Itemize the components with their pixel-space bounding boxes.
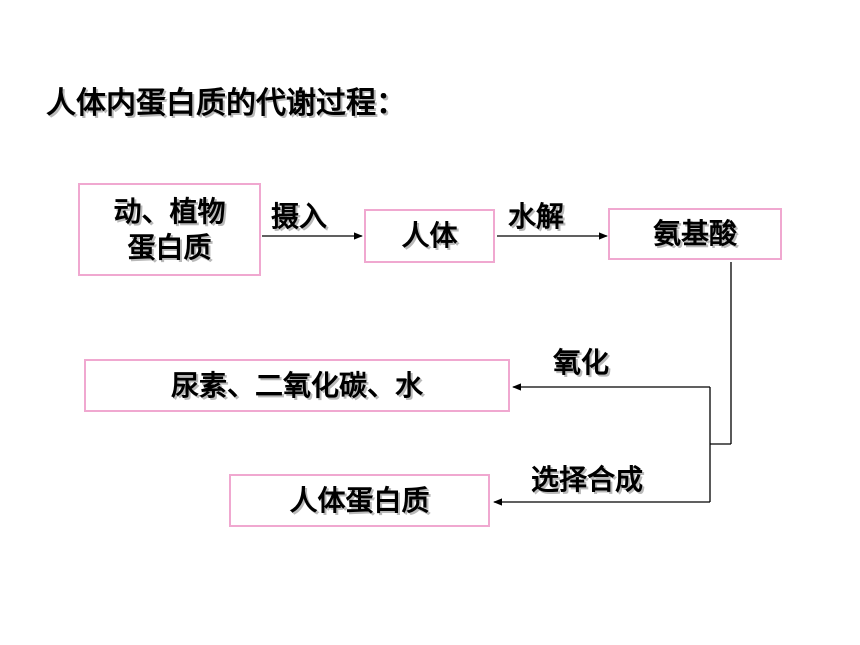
node-human-protein: 人体蛋白质 xyxy=(229,474,490,527)
edge-label-ingest: 摄入 xyxy=(271,200,328,233)
node-oxidation-products: 尿素、二氧化碳、水 xyxy=(84,359,510,412)
edge-label-hydrolysis: 水解 xyxy=(508,200,565,233)
node-amino-acid: 氨基酸 xyxy=(608,208,782,260)
edge-label-synthesis: 选择合成 xyxy=(531,463,644,496)
node-source-protein: 动、植物 蛋白质 xyxy=(78,183,261,276)
diagram-title: 人体内蛋白质的代谢过程： xyxy=(46,86,406,121)
node-human-body: 人体 xyxy=(364,209,495,263)
edge-label-oxidation: 氧化 xyxy=(553,346,610,379)
